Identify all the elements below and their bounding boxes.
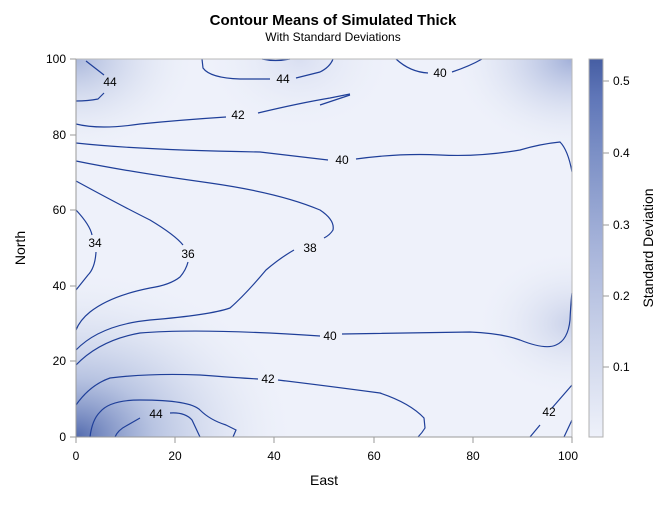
- colorbar-tick-label: 0.2: [613, 289, 630, 303]
- y-tick-label: 60: [53, 203, 67, 217]
- y-tick-label: 20: [53, 354, 67, 368]
- x-tick-label: 0: [73, 449, 80, 463]
- x-tick-label: 100: [558, 449, 578, 463]
- contour-label: 40: [433, 66, 447, 80]
- y-tick-label: 0: [59, 430, 66, 444]
- contour-label: 36: [181, 247, 195, 261]
- contour-label: 42: [261, 372, 275, 386]
- y-axis-label: North: [12, 231, 28, 265]
- x-tick-label: 40: [267, 449, 281, 463]
- x-axis-label: East: [310, 472, 338, 488]
- contour-label: 44: [103, 75, 117, 89]
- y-tick-label: 40: [53, 279, 67, 293]
- plot-area: [76, 59, 572, 437]
- colorbar-tick-label: 0.4: [613, 146, 630, 160]
- contour-label: 42: [231, 108, 245, 122]
- contour-label: 38: [303, 241, 317, 255]
- colorbar-tick-label: 0.1: [613, 360, 630, 374]
- colorbar: 0.1 0.2 0.3 0.4 0.5 Standard Deviation: [588, 58, 656, 438]
- y-tick-label: 100: [46, 52, 66, 66]
- contour-label: 34: [88, 236, 102, 250]
- chart-subtitle: With Standard Deviations: [265, 30, 400, 44]
- x-axis: 0 20 40 60 80 100 East: [73, 436, 578, 488]
- x-tick-label: 80: [466, 449, 480, 463]
- contour-label: 40: [335, 153, 349, 167]
- contour-label: 44: [276, 72, 290, 86]
- colorbar-tick-label: 0.5: [613, 74, 630, 88]
- chart-title: Contour Means of Simulated Thick: [210, 12, 457, 29]
- y-tick-label: 80: [53, 128, 67, 142]
- y-axis: 0 20 40 60 80 100 North: [12, 52, 77, 444]
- colorbar-ramp: [588, 58, 604, 438]
- x-tick-label: 60: [367, 449, 381, 463]
- x-tick-label: 20: [168, 449, 182, 463]
- contour-labels: 44 44 40 42 40 34 36 38 40 42 44 42: [88, 66, 556, 421]
- contour-lines: [75, 58, 573, 438]
- contour-label: 40: [323, 329, 337, 343]
- colorbar-label: Standard Deviation: [640, 188, 656, 307]
- colorbar-tick-label: 0.3: [613, 218, 630, 232]
- contour-label: 44: [149, 407, 163, 421]
- contour-label: 42: [542, 405, 556, 419]
